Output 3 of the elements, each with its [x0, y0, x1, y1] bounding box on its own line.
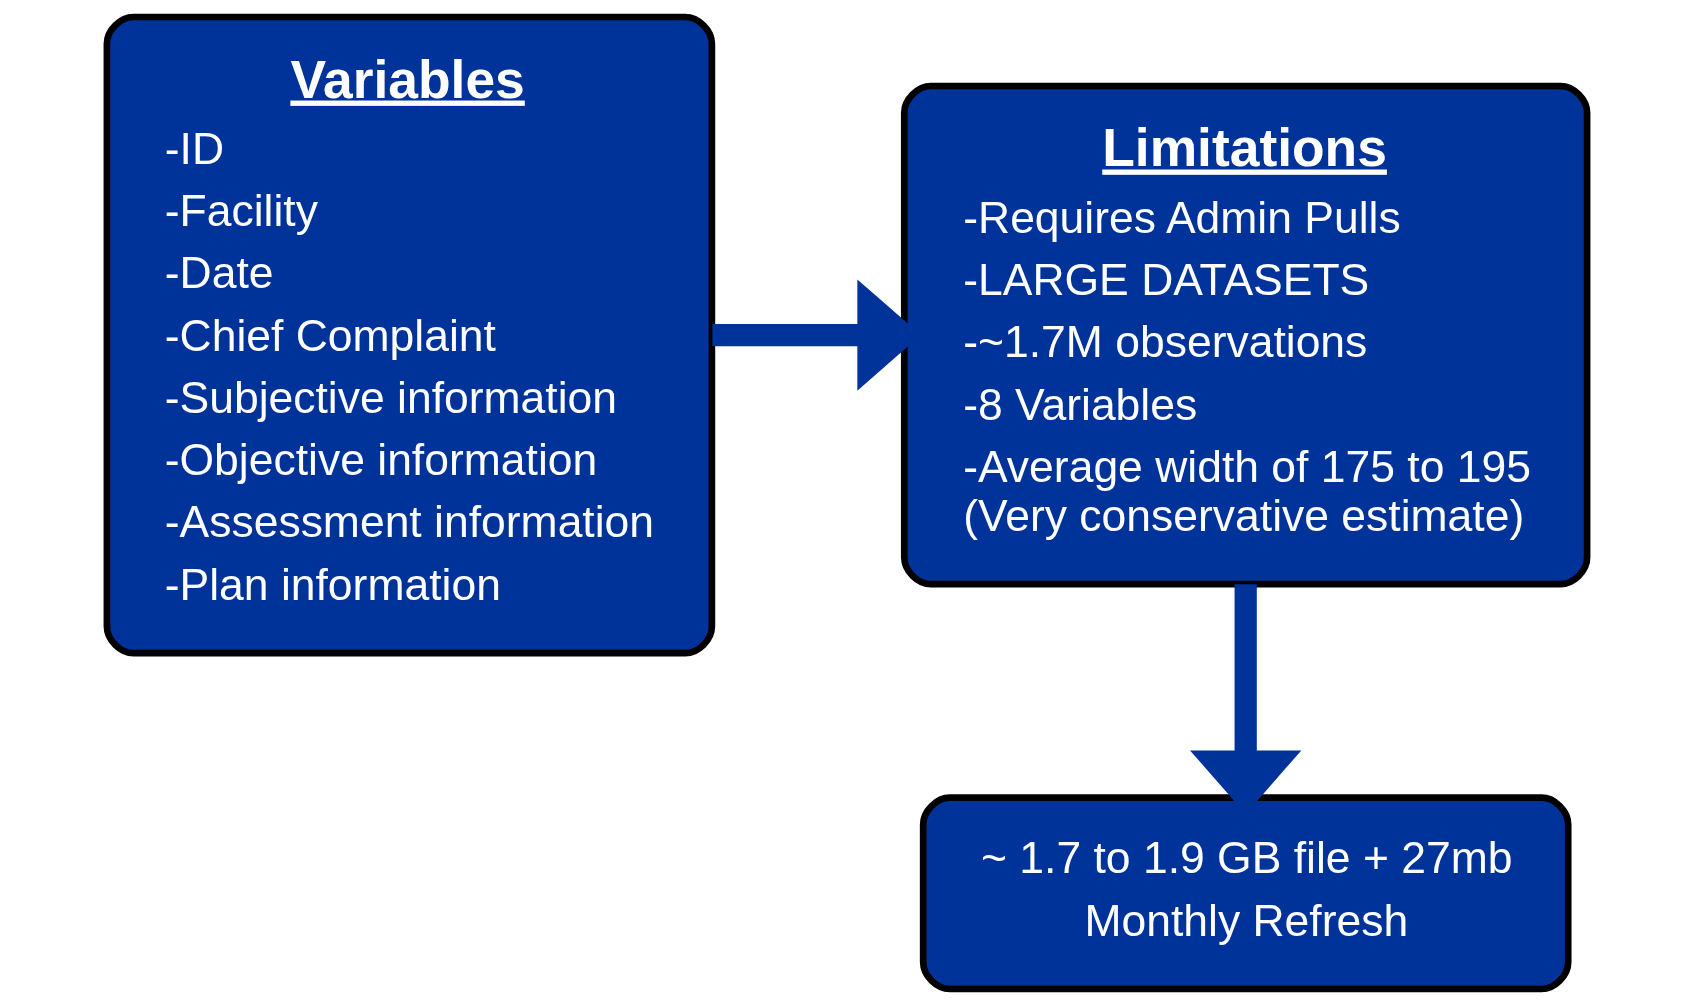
node-box: Limitations -Requires Admin Pulls -LARGE DATASETS -~1.7M observations -8 Variables -Average width of 175 to 195 (Very conservative estimate) — [900, 82, 1591, 588]
node-box: Variables -ID -Facility -Date -Chief Complaint -Subjective information -Objective information -Assessment information -Plan information — [103, 13, 716, 657]
node-box: ~ 1.7 to 1.9 GB file + 27mb Monthly Refresh — [919, 794, 1572, 993]
